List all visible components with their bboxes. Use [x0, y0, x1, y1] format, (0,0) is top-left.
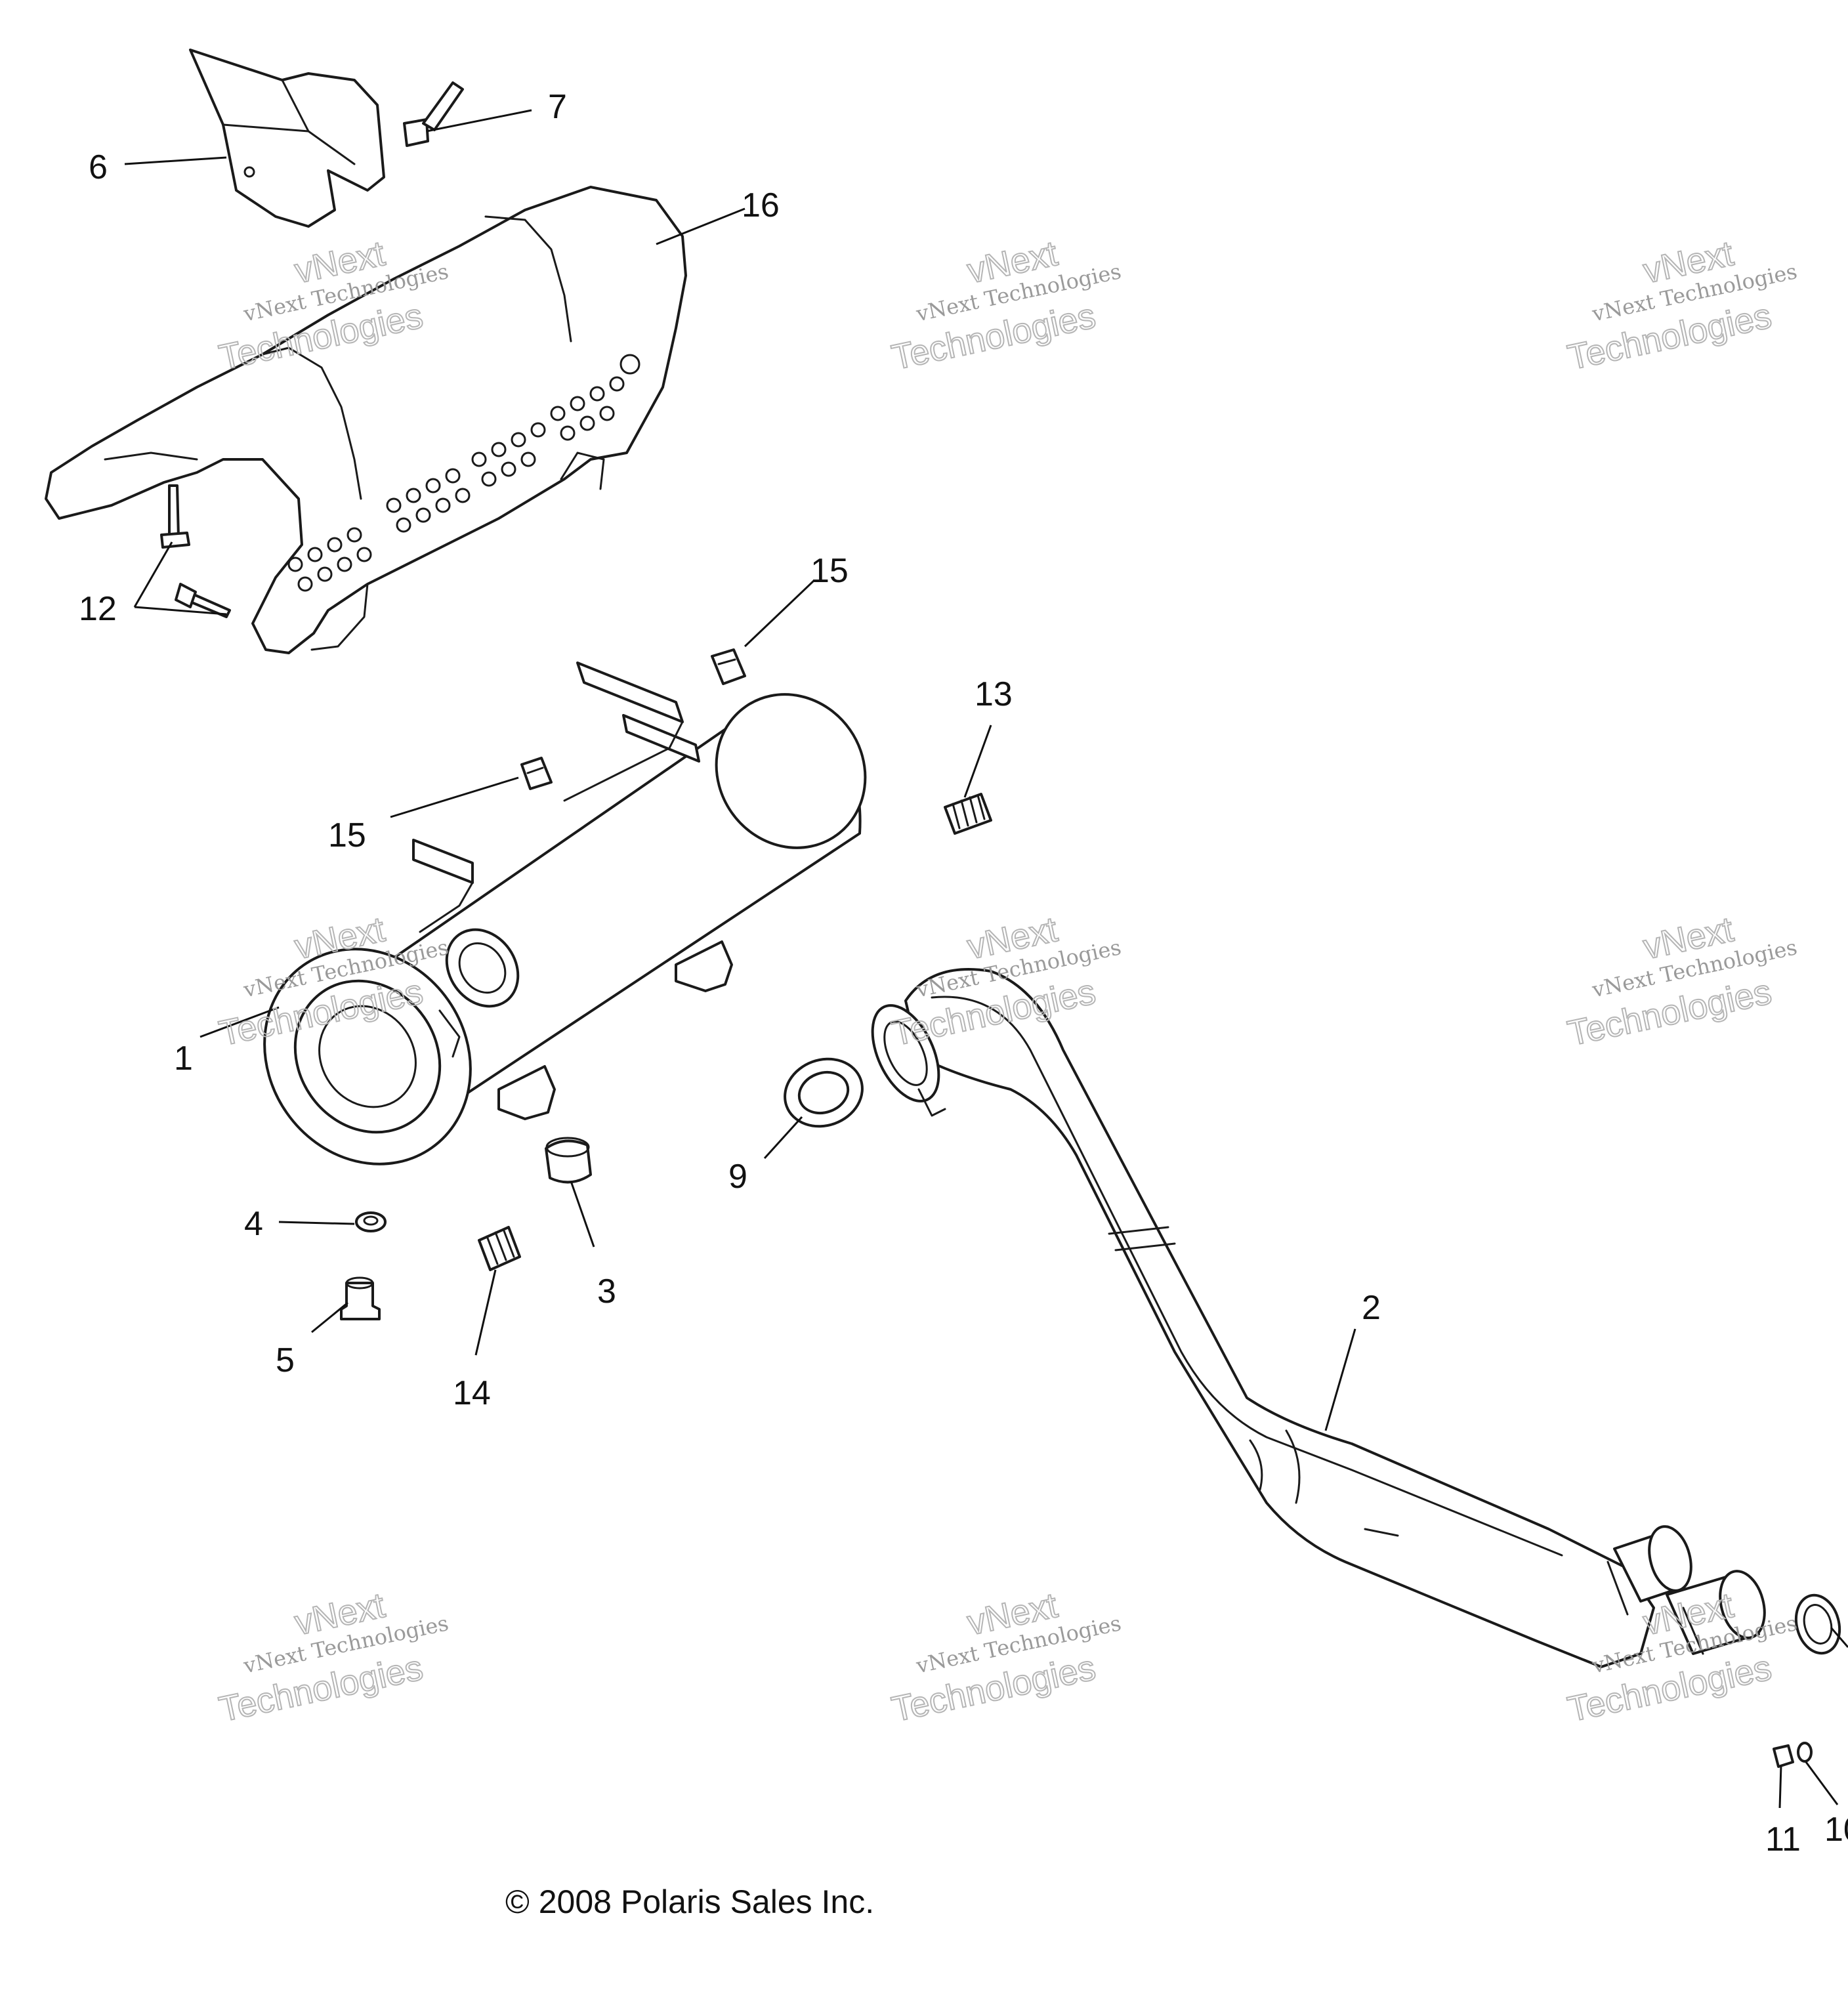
watermark-tile-5: vNext vNext Technologies Technologies	[888, 909, 1124, 1054]
copyright-notice: © 2008 Polaris Sales Inc.	[505, 1883, 874, 1920]
callout-11: 11	[1765, 1820, 1801, 1858]
callout-2: 2	[1362, 1289, 1381, 1327]
callout-5: 5	[276, 1341, 295, 1379]
part-1-muffler	[263, 662, 867, 1166]
watermark-tile-2: vNext vNext Technologies Technologies	[888, 233, 1124, 378]
watermark-tile-3: vNext vNext Technologies Technologies	[1564, 233, 1799, 378]
part-16-muffler-heat-shield	[45, 186, 687, 654]
callout-1: 1	[174, 1040, 193, 1078]
part-10-washer-small	[1797, 1742, 1813, 1763]
callout-15-upper: 15	[810, 552, 849, 590]
part-10-gasket	[1794, 1593, 1841, 1655]
callout-7: 7	[548, 88, 567, 126]
callout-9: 9	[728, 1158, 747, 1196]
callout-labels: 7 6 16 12 15 13 15 1 9 4 3 2 5 14 11 10	[79, 88, 1848, 1858]
callout-12: 12	[79, 590, 117, 628]
part-5-bolt	[340, 1276, 381, 1320]
leader-lines	[124, 109, 1848, 1809]
part-11-nut	[1773, 1744, 1794, 1768]
part-9-gasket	[784, 1057, 864, 1128]
watermark-tile-7: vNext vNext Technologies Technologies	[215, 1585, 451, 1730]
watermark-tile-6: vNext vNext Technologies Technologies	[1564, 909, 1799, 1054]
callout-4: 4	[244, 1205, 263, 1243]
part-2-head-pipe	[871, 968, 1766, 1668]
callout-3: 3	[597, 1272, 616, 1311]
vent-holes	[287, 354, 640, 592]
part-6-heat-shield-bracket	[189, 49, 385, 228]
callout-15-lower: 15	[328, 816, 366, 854]
part-15-grommet-upper	[711, 648, 746, 685]
watermark-tile-8: vNext vNext Technologies Technologies	[888, 1585, 1124, 1730]
callout-6: 6	[89, 148, 108, 186]
callout-16: 16	[742, 186, 780, 224]
part-7-rivet	[403, 81, 464, 147]
callout-10: 10	[1824, 1811, 1848, 1849]
part-4-washer	[355, 1211, 387, 1232]
callout-14: 14	[453, 1374, 491, 1412]
part-14-spring	[478, 1226, 521, 1271]
part-3-cap	[545, 1137, 592, 1184]
callout-13: 13	[975, 675, 1013, 713]
part-12-bolts	[160, 484, 231, 618]
part-13-spring	[944, 793, 992, 835]
part-15-grommet-lower	[520, 757, 553, 790]
